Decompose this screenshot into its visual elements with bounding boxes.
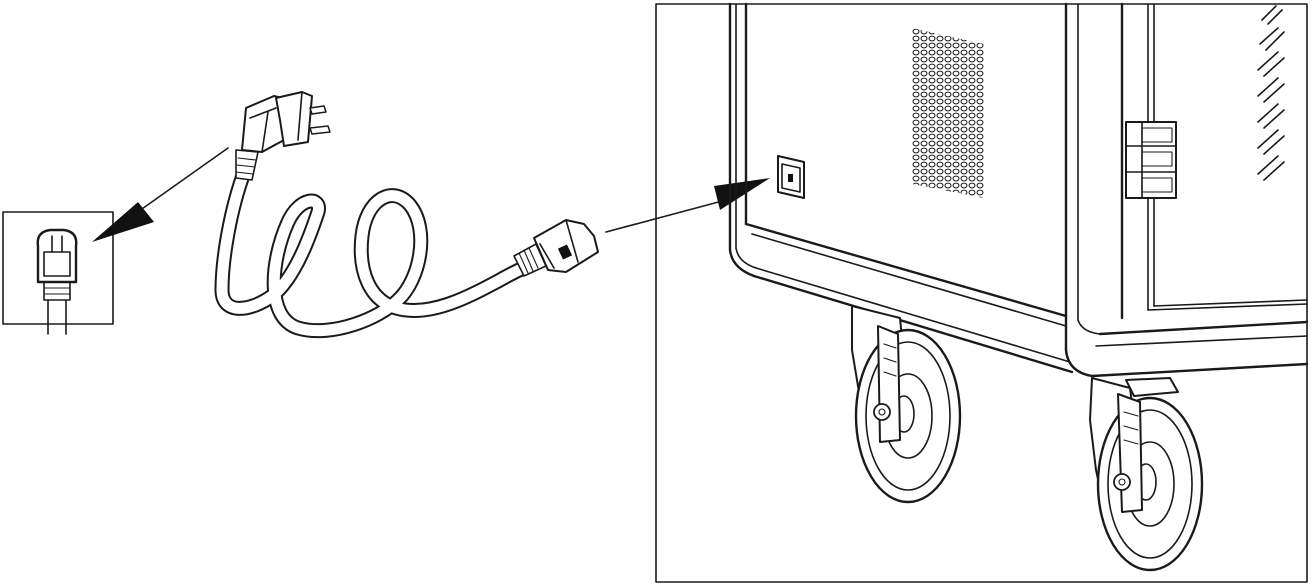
iec-connector	[513, 219, 599, 277]
charging-cart	[728, 2, 1309, 378]
front-vent-slots	[1257, 5, 1285, 181]
caster-wheel-right	[1089, 377, 1204, 572]
callout-arrow-outlet	[92, 147, 229, 242]
plug-in-outlet	[43, 281, 71, 335]
power-cord	[214, 162, 542, 339]
wall-outlet	[36, 228, 78, 284]
cart-detail-frame	[655, 3, 1308, 583]
caster-wheel-left	[851, 305, 962, 504]
cart-vent-grille	[912, 28, 984, 198]
wall-outlet-inset	[2, 211, 114, 335]
door-hinge	[1125, 121, 1177, 199]
callout-arrow-inlet	[605, 178, 770, 233]
cart-power-inlet	[777, 155, 805, 199]
power-plug	[235, 91, 331, 181]
